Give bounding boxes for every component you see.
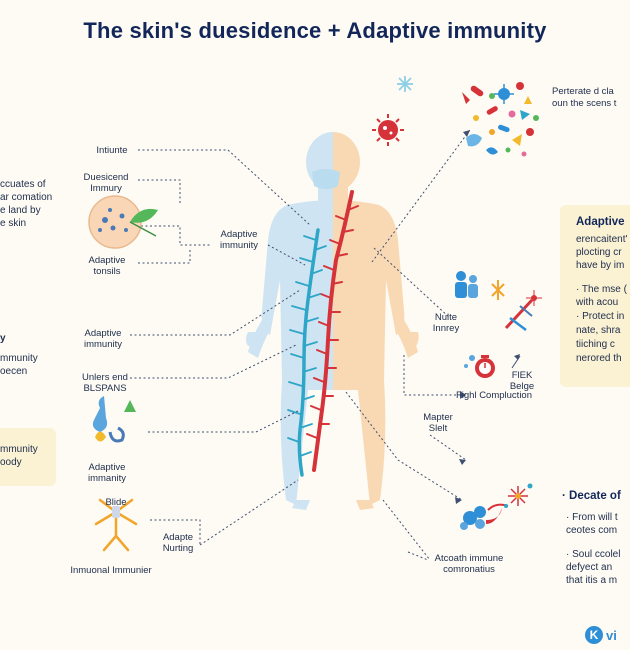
red-nerve-branches: [306, 205, 359, 439]
logo-text: vi: [606, 627, 617, 643]
pointer-line: [511, 355, 521, 369]
panel-decate-line: defyect an: [566, 562, 613, 573]
panel-adaptive-line: plocting cr: [576, 247, 622, 258]
hand-icon: [246, 332, 419, 346]
pointer-arrowhead: [514, 354, 520, 360]
leader-arrowheads: [455, 130, 470, 504]
label-atcoath: Atcoath immune comronatius: [434, 553, 504, 575]
label-top-right-2: oun the scens t: [552, 98, 617, 109]
panel-adaptive-line: erencaitent': [576, 234, 628, 245]
burst-dot: [527, 483, 533, 489]
left-text-y: y: [0, 333, 6, 344]
label-adapte-nurting: Adapte Nurting: [162, 532, 194, 554]
left-text-line: ar comation: [0, 192, 53, 203]
label-inmuonal: Inmuonal Immunier: [70, 565, 152, 576]
panel-adaptive-bullet: with acou: [576, 297, 619, 308]
panel-adaptive-title: Adaptive: [576, 216, 625, 228]
cell-cluster-icon: [460, 503, 509, 530]
left-text-block1: ccuates of ar comation e land by e skin: [0, 178, 72, 230]
panel-decate-line: that itis a m: [566, 575, 618, 586]
label-mapter: Mapter Slelt: [423, 412, 453, 434]
people-icon: [455, 271, 478, 298]
logo-mark-icon: K: [585, 626, 603, 644]
panel-adaptive-bullet: nerored th: [576, 353, 622, 364]
virus-icon: [372, 114, 404, 146]
left-text-line: mmunity: [0, 353, 38, 364]
microbe-cluster-icon: [462, 82, 539, 157]
cyan-vessel-branches: [287, 235, 327, 457]
label-adaptive-tonsils: Adaptive tonsils: [88, 255, 126, 277]
panel-adaptive-bullet: tiiching c: [576, 339, 615, 350]
panel-adaptive-bullet: · Protect in: [576, 311, 625, 322]
panel-adaptive-bullet: nate, shra: [576, 325, 621, 336]
left-text-line: ccuates of: [0, 179, 46, 190]
syringe-icon: [504, 290, 542, 331]
label-bilde: Blide: [105, 497, 127, 508]
burst-dot-small: [504, 504, 508, 508]
label-intiunte: Intiunte: [96, 145, 128, 156]
burst-center: [515, 493, 521, 499]
panel-adaptive: [560, 205, 630, 387]
label-adaptive-immanity: Adaptive immanity: [87, 462, 126, 484]
label-adaptive-immunity-center: Adaptive immunity: [219, 229, 258, 251]
panel-decate-title: · Decate of: [562, 490, 621, 502]
bubble-icon: [464, 355, 475, 368]
label-adaptive-immunity: Adaptive immunity: [83, 328, 122, 350]
left-text-line: oecen: [0, 366, 28, 377]
left-panel: [0, 428, 56, 486]
label-fighl: Fighl Compluction: [455, 390, 533, 401]
page-title: The skin's duesidence + Adaptive immunit…: [83, 18, 547, 43]
label-top-right-1: Perterate d cla: [552, 86, 614, 97]
panel-adaptive-line: have by im: [576, 260, 625, 271]
leader-lines: [130, 129, 471, 561]
leaf-icon: [129, 208, 158, 237]
left-text-line: mmunity: [0, 444, 38, 455]
label-duesicend: Duesicend Immury: [83, 172, 129, 194]
left-text-line: e land by: [0, 205, 41, 216]
label-nulte: Nulte Innrey: [432, 312, 460, 334]
left-text-block2: mmunity oecen: [0, 352, 38, 378]
face-mask-icon: [312, 169, 340, 189]
cyan-vessel-chain: [297, 228, 320, 477]
vial-icon: [112, 506, 120, 518]
left-text-line: e skin: [0, 218, 27, 229]
panel-decate-line: ceotes com: [566, 525, 618, 536]
panel-adaptive-bullet: · The mse (: [576, 284, 627, 295]
flask-icon: [92, 396, 136, 443]
panel-decate-line: · From will t: [566, 512, 618, 523]
timer-icon: [475, 355, 495, 378]
left-text-line: oody: [0, 457, 22, 468]
label-unlers: Unlers end BLSPANS: [82, 372, 128, 394]
label-flek: FlEK Belge: [509, 370, 535, 392]
brand-logo: K vi: [585, 624, 630, 646]
snowflake-icon: [397, 76, 413, 92]
left-text-block3: mmunity oody: [0, 443, 38, 469]
spark-icon: [491, 280, 505, 300]
panel-decate-line: · Soul ccolel: [566, 549, 621, 560]
